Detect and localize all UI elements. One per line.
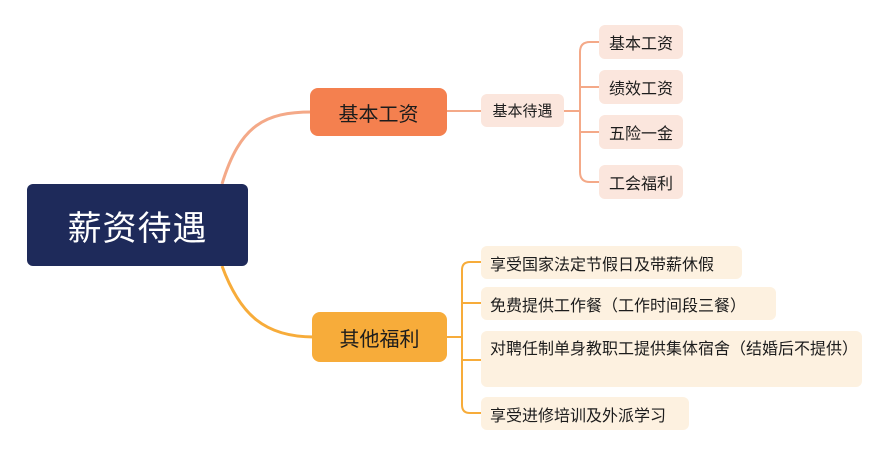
leaf-insurance-fund[interactable]: 五险一金 [599,115,683,149]
root-node[interactable]: 薪资待遇 [27,184,248,266]
leaf-training[interactable]: 享受进修培训及外派学习 [481,397,689,430]
connector-other-leaves [447,261,481,414]
leaf-performance-wage[interactable]: 绩效工资 [599,70,683,104]
leaf-union-welfare[interactable]: 工会福利 [599,165,683,199]
connector-mid-leaves [564,41,599,183]
branch-basic-salary[interactable]: 基本工资 [310,88,447,136]
leaf-dormitory[interactable]: 对聘任制单身教职工提供集体宿舍（结婚后不提供） [481,331,862,387]
leaf-basic-wage[interactable]: 基本工资 [599,25,683,59]
leaf-free-meals[interactable]: 免费提供工作餐（工作时间段三餐） [481,287,776,320]
leaf-holidays[interactable]: 享受国家法定节假日及带薪休假 [481,246,742,279]
branch-other-benefits[interactable]: 其他福利 [312,312,447,362]
connector-root-basic [220,110,313,185]
connector-root-other [220,265,315,339]
node-basic-benefits[interactable]: 基本待遇 [481,94,564,127]
